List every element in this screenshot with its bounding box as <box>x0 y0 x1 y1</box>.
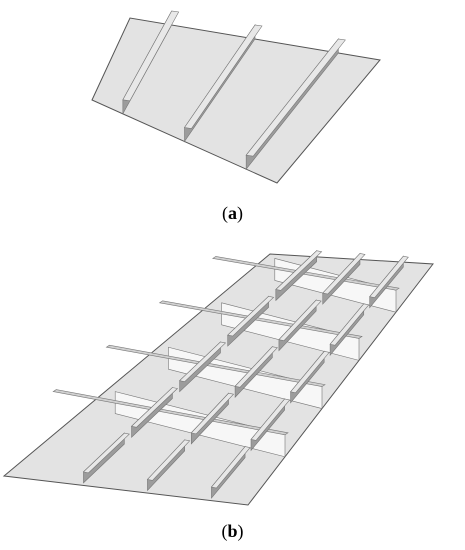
stiffener-b-flange <box>130 387 179 428</box>
stiffener-a-flange <box>122 10 180 102</box>
stiffener-b-flange <box>210 446 251 489</box>
caption-a-open: ( <box>222 203 228 223</box>
stiffener-b-flange <box>82 432 130 474</box>
stiffener-b-flange <box>290 351 330 394</box>
caption-b-open: ( <box>221 521 228 541</box>
caption-b-letter: b <box>227 521 238 541</box>
stiffener-b-flange <box>369 255 409 298</box>
caption-a-letter: a <box>228 203 237 223</box>
stiffener-b-flange <box>322 253 366 295</box>
stiffener-a-flange <box>183 24 263 129</box>
stiffener-b-flange <box>227 295 275 337</box>
caption-b-close: ) <box>237 521 244 541</box>
stiffener-b-flange <box>234 346 278 388</box>
stiffener-b-flange <box>190 392 235 435</box>
stiffener-b-flange <box>146 439 191 481</box>
stiffener-b-flange <box>250 398 291 441</box>
plate-a <box>91 17 381 184</box>
transverse-frame-cap <box>212 256 400 291</box>
stiffened-plate-drawing <box>91 10 381 184</box>
stiffener-b-flange <box>275 250 323 291</box>
stiffener-b-flange <box>278 299 322 341</box>
multi-bay-panel-drawing <box>2 250 434 506</box>
caption-b: (b) <box>0 521 465 542</box>
caption-a-close: ) <box>237 203 243 223</box>
panel-a-stiffened-plate <box>0 0 465 200</box>
stiffener-a-flange <box>245 38 346 157</box>
stiffener-b-flange <box>178 341 227 383</box>
panel-b-multi-bay-panel <box>0 240 465 510</box>
stiffener-b-flange <box>329 303 370 346</box>
caption-a: (a) <box>0 203 465 224</box>
